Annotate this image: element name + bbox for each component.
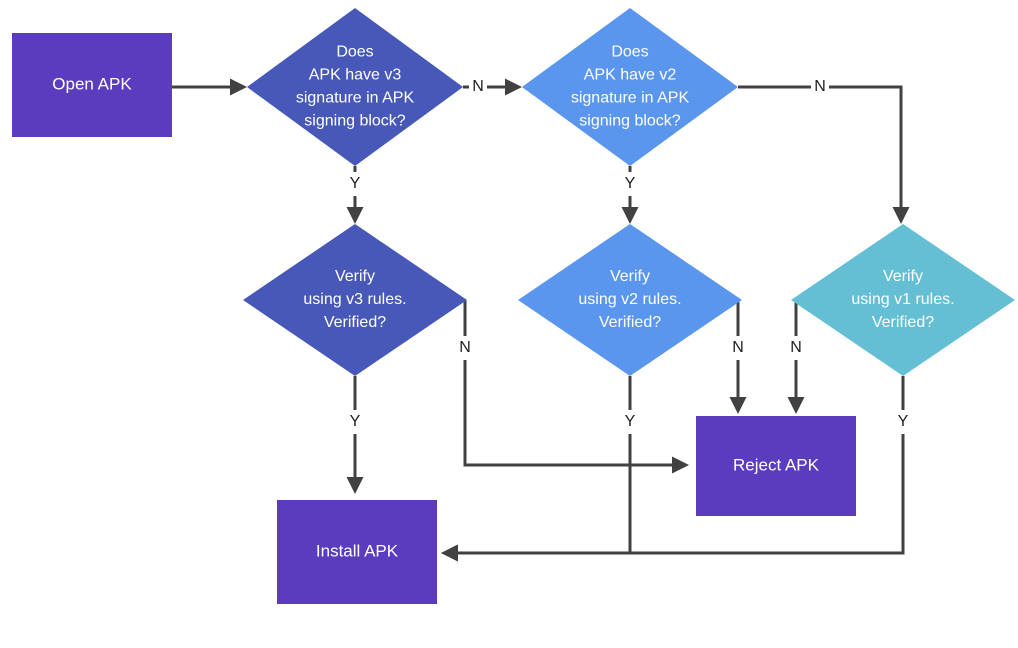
node-label-line: signature in APK [571, 90, 690, 107]
edge-label-backdrop [469, 75, 487, 99]
edge-label-hasv2-yes: Y [621, 172, 639, 196]
edge-label-hasv3-no: N [469, 75, 487, 99]
node-label-line: Verify [883, 268, 923, 285]
node-label-line: APK have v2 [584, 67, 677, 84]
arrowhead-icon [729, 397, 747, 414]
node-label-line: Does [611, 44, 648, 61]
arrowhead-icon [346, 207, 364, 224]
node-verify-v1[interactable]: Verify using v1 rules. Verified? [791, 224, 1015, 376]
edge-label-text: N [814, 78, 826, 95]
arrowhead-icon [346, 477, 364, 494]
node-label-line: Verify [610, 268, 650, 285]
node-shape-rectangle [277, 500, 437, 604]
node-reject-apk[interactable]: Reject APK [696, 416, 856, 516]
edge-verifyv3-yes [346, 376, 364, 494]
edge-label-text: Y [350, 413, 361, 430]
edge-label-verifyv2-yes: Y [621, 410, 639, 434]
node-shape-rectangle [12, 33, 172, 137]
edge-label-verifyv2-no: N [729, 336, 747, 360]
edge-label-backdrop [894, 410, 912, 434]
node-label-line: using v1 rules. [851, 291, 954, 308]
edge-label-backdrop [621, 172, 639, 196]
node-install-apk[interactable]: Install APK [277, 500, 437, 604]
edge-label-verifyv1-no: N [787, 336, 805, 360]
edge-hasv2-no [738, 85, 910, 224]
arrowhead-icon [441, 544, 458, 562]
node-verify-v3[interactable]: Verify using v3 rules. Verified? [243, 224, 467, 376]
node-open-apk[interactable]: Open APK [12, 33, 172, 137]
node-shape-diamond [522, 8, 738, 166]
edge-label-backdrop [811, 75, 829, 99]
edge-label-text: Y [350, 175, 361, 192]
edge-label-text: Y [625, 413, 636, 430]
arrowhead-icon [892, 207, 910, 224]
edge-labels-layer: N Y N Y N Y N Y N Y [346, 75, 912, 434]
edge-open-to-hasv3 [172, 78, 247, 96]
node-label-line: Verified? [872, 314, 934, 331]
node-label-line: Verified? [324, 314, 386, 331]
edge-verifyv1-yes [441, 376, 905, 562]
arrowhead-icon [621, 207, 639, 224]
node-shape-diamond [247, 8, 463, 166]
node-verify-v2[interactable]: Verify using v2 rules. Verified? [518, 224, 742, 376]
node-shape-rectangle [696, 416, 856, 516]
node-shape-diamond [243, 224, 467, 376]
edge-label-text: N [790, 339, 802, 356]
node-label-line: Verify [335, 268, 375, 285]
node-label-line: Does [336, 44, 373, 61]
edge-label-verifyv3-no: N [456, 336, 474, 360]
edge-label-hasv2-no: N [811, 75, 829, 99]
node-label-line: signing block? [304, 113, 406, 130]
edge-label-text: Y [898, 413, 909, 430]
edge-label-text: N [732, 339, 744, 356]
edge-label-backdrop [346, 172, 364, 196]
edge-verifyv2-yes [441, 376, 632, 562]
node-label-line: APK have v3 [309, 67, 402, 84]
node-label-line: signing block? [579, 113, 681, 130]
arrowhead-icon [672, 456, 689, 474]
arrowhead-icon [505, 78, 522, 96]
edge-label-verifyv1-yes: Y [894, 410, 912, 434]
node-label-line: using v3 rules. [303, 291, 406, 308]
edge-line [451, 376, 905, 555]
node-shape-diamond [791, 224, 1015, 376]
edge-label-verifyv3-yes: Y [346, 410, 364, 434]
node-shape-diamond [518, 224, 742, 376]
edge-label-text: N [472, 78, 484, 95]
node-label-line: signature in APK [296, 90, 415, 107]
node-label-line: using v2 rules. [578, 291, 681, 308]
edge-label-backdrop [456, 336, 474, 360]
node-label-line: Install APK [316, 541, 399, 560]
edge-label-text: N [459, 339, 471, 356]
edge-label-backdrop [787, 336, 805, 360]
edge-label-hasv3-yes: Y [346, 172, 364, 196]
node-label-line: Verified? [599, 314, 661, 331]
arrowhead-icon [230, 78, 247, 96]
edge-label-text: Y [625, 175, 636, 192]
arrowhead-icon [787, 397, 805, 414]
node-label-line: Reject APK [733, 455, 820, 474]
edge-label-backdrop [346, 410, 364, 434]
node-label-line: Open APK [52, 74, 132, 93]
edge-label-backdrop [729, 336, 747, 360]
edge-label-backdrop [621, 410, 639, 434]
edge-line [738, 85, 903, 216]
